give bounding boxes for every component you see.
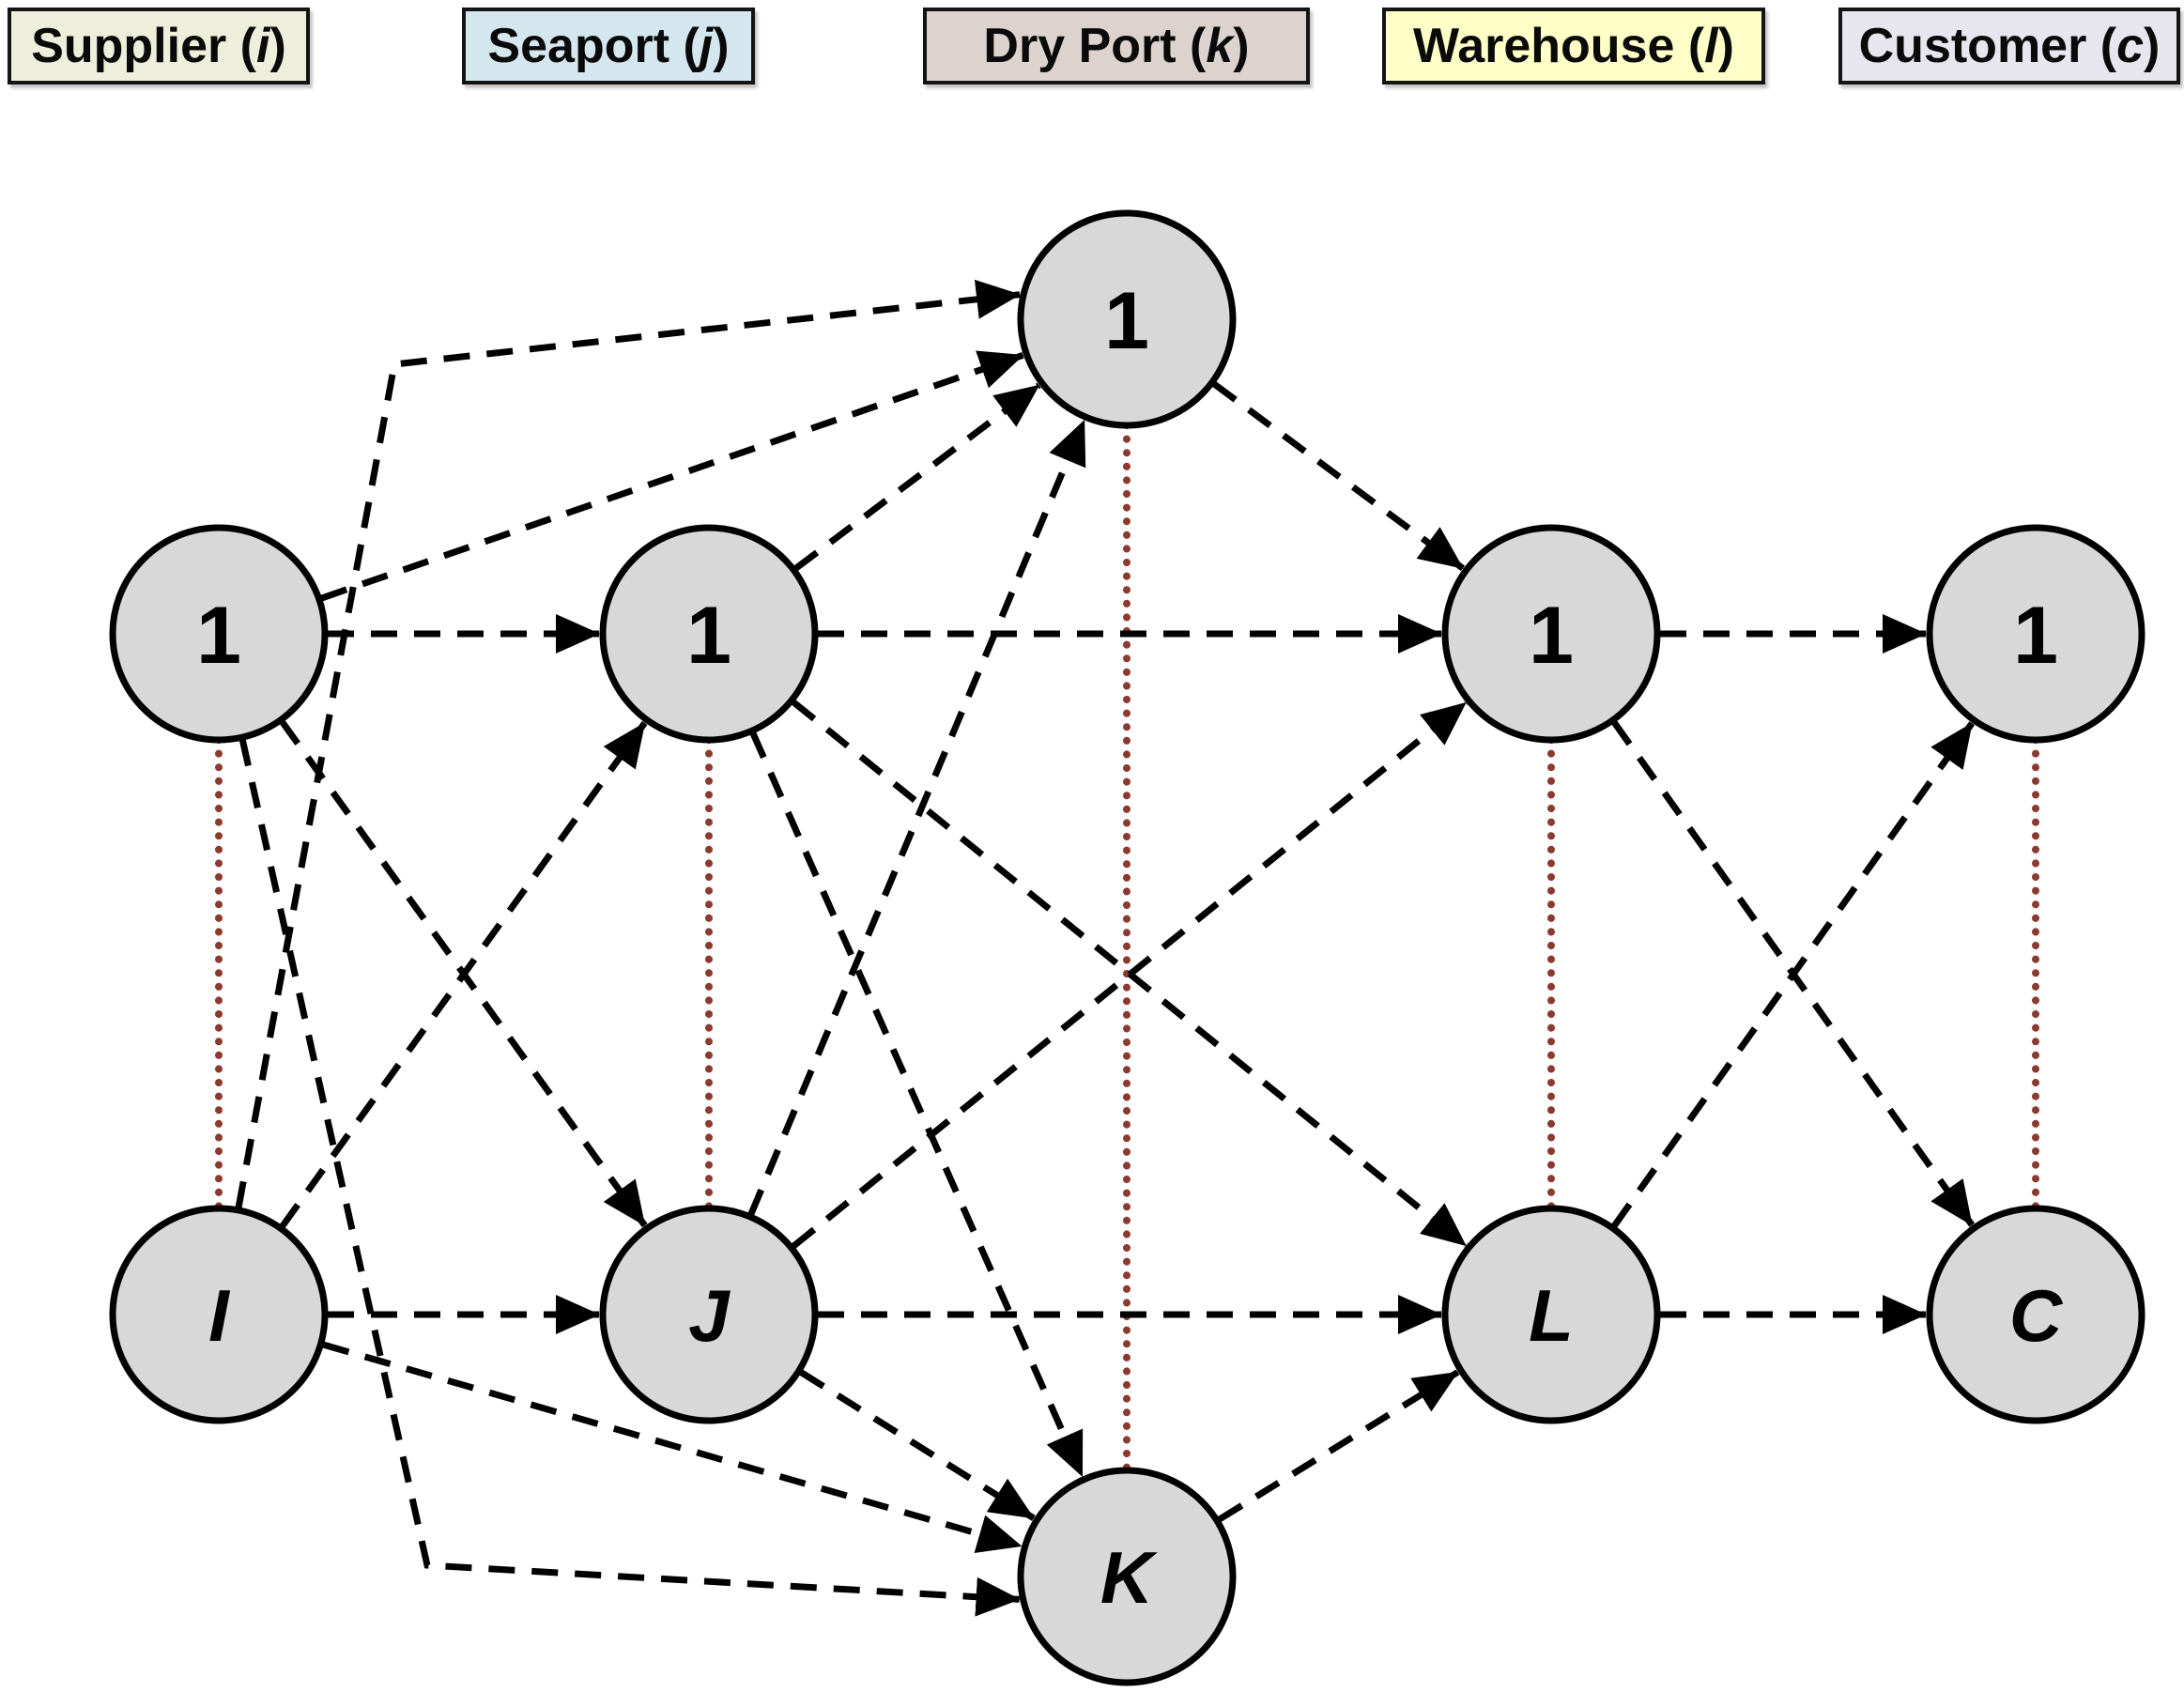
legend-box-supplier: Supplier (i) [8,8,310,85]
node-label-warehouse-1: 1 [1529,591,1574,681]
edge-seaport-J--dryport-1 [747,419,1087,1216]
node-circle-customer-1 [1926,524,2146,744]
node-seaport-1: 1 [599,524,819,744]
legend-suffix-seaport: ) [713,19,730,73]
legend-box-dryport: Dry Port (k) [923,8,1310,85]
legend-suffix-warehouse: ) [1717,19,1734,73]
node-label-warehouse-L: L [1529,1274,1574,1357]
node-dryport-K: K [1017,1467,1237,1686]
legend-label-dryport: Dry Port ( [983,19,1207,73]
node-label-seaport-1: 1 [686,591,731,681]
node-customer-1: 1 [1926,524,2146,744]
node-supplier-I: I [109,1205,329,1424]
legend-label-supplier: Supplier ( [31,19,256,73]
node-circle-seaport-1 [599,524,819,744]
node-seaport-J: J [599,1205,819,1424]
node-label-supplier-1: 1 [196,591,241,681]
legend-suffix-customer: ) [2144,19,2161,73]
node-supplier-1: 1 [109,524,329,744]
node-circle-supplier-1 [109,524,329,744]
legend-suffix-supplier: ) [269,19,286,73]
node-warehouse-L: L [1441,1205,1661,1424]
sibling-links-layer [215,422,2039,1474]
node-dryport-1: 1 [1017,209,1237,429]
legend-index-seaport: j [699,19,714,73]
edge-dryport-K--warehouse-L [1217,1369,1460,1523]
legend-index-warehouse: l [1704,19,1718,73]
node-label-customer-1: 1 [2013,591,2058,681]
node-circle-warehouse-1 [1441,524,1661,744]
node-label-dryport-1: 1 [1104,276,1149,366]
edge-seaport-J--warehouse-1 [792,700,1469,1249]
legend-label-warehouse: Warehouse ( [1413,19,1705,73]
legend-suffix-dryport: ) [1233,19,1250,73]
edge-seaport-1--dryport-K [749,731,1085,1478]
node-customer-C: C [1926,1205,2146,1424]
node-circle-warehouse-L [1441,1205,1661,1424]
legend-index-dryport: k [1206,19,1234,73]
legend-index-customer: c [2116,19,2145,73]
edges-layer [235,279,1976,1617]
edge-warehouse-L--customer-1 [1611,721,1976,1228]
legend-index-supplier: i [256,19,270,73]
edge-seaport-J--dryport-K [799,1369,1036,1521]
node-circle-customer-C [1926,1205,2146,1424]
edge-supplier-1--dryport-1 [320,350,1024,602]
node-label-customer-C: C [2009,1274,2064,1357]
edge-dryport-1--warehouse-1 [1212,381,1466,572]
node-circle-supplier-I [109,1205,329,1424]
node-label-dryport-K: K [1100,1536,1159,1619]
legend-label-seaport: Seaport ( [487,19,700,73]
legend-box-warehouse: Warehouse (l) [1382,8,1765,85]
legend-label-customer: Customer ( [1858,19,2117,73]
legend-box-customer: Customer (c) [1838,8,2180,85]
edge-supplier-I--dryport-1 [235,279,1021,1208]
edge-supplier-I--dryport-K [322,1341,1023,1553]
edge-seaport-1--dryport-1 [793,382,1041,572]
node-label-seaport-J: J [688,1274,731,1357]
node-warehouse-1: 1 [1441,524,1661,744]
node-circle-seaport-J [599,1205,819,1424]
edge-supplier-1--dryport-K [238,739,1021,1617]
node-label-supplier-I: I [208,1274,230,1357]
legend-box-seaport: Seaport (j) [462,8,755,85]
nodes-layer: 1I 1J 1K 1L 1C [109,209,2146,1686]
node-circle-dryport-K [1017,1467,1237,1686]
node-circle-dryport-1 [1017,209,1237,429]
edge-supplier-I--seaport-1 [279,720,648,1228]
